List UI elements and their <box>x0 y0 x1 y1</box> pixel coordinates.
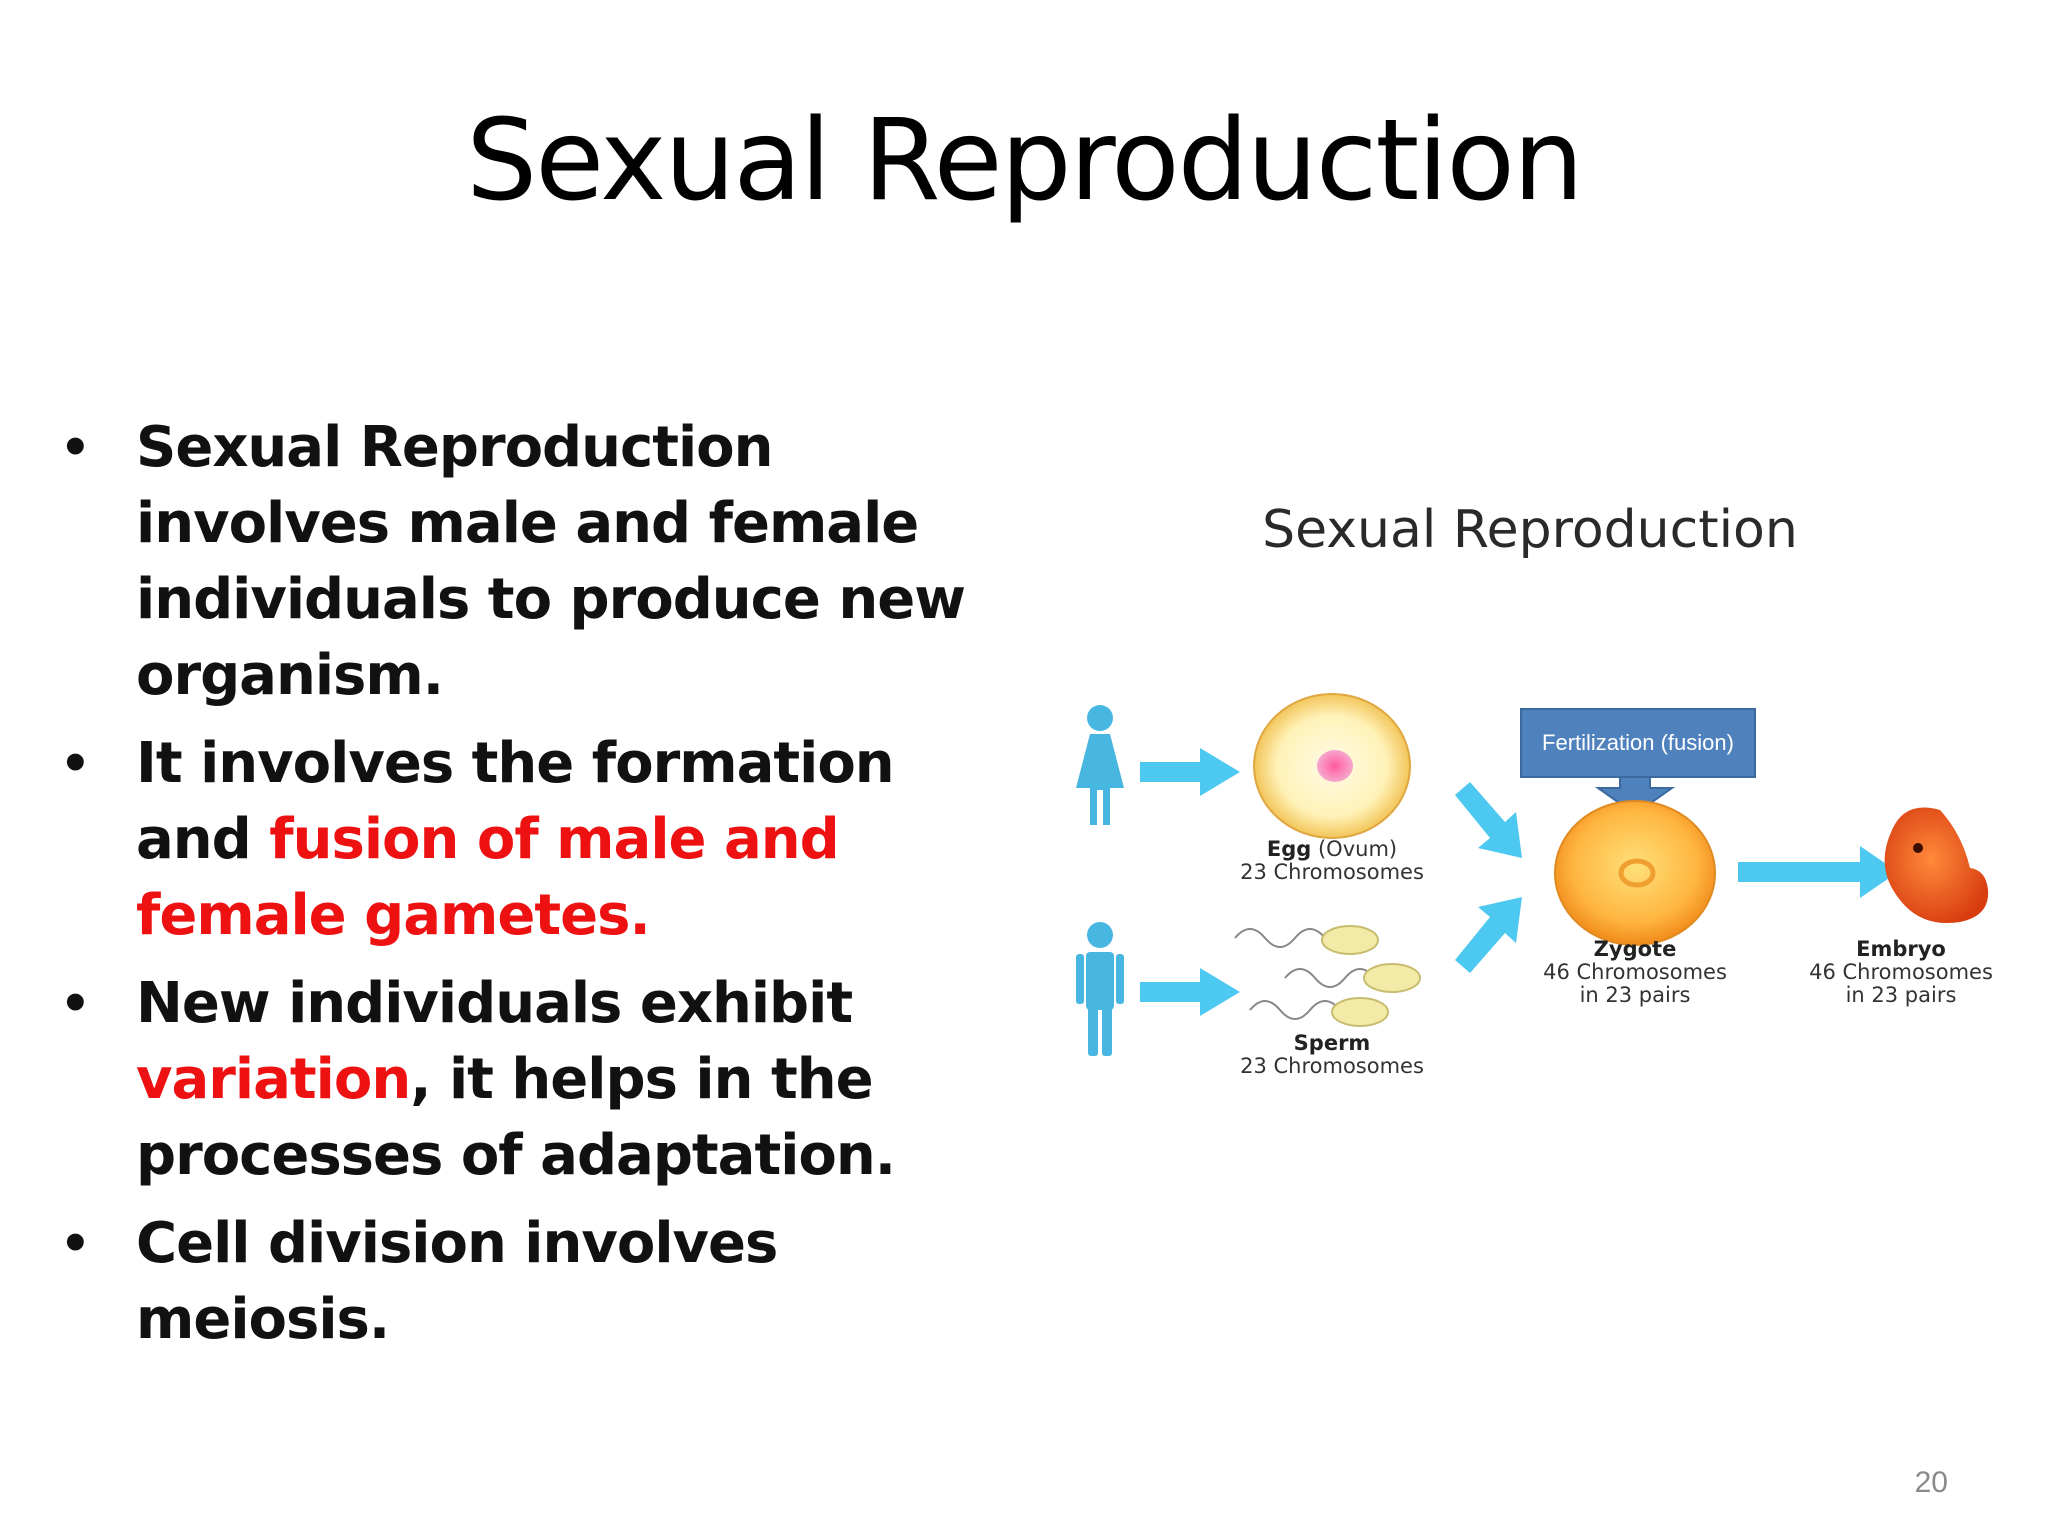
bullet-highlight: variation <box>136 1047 411 1112</box>
page-number: 20 <box>1914 1466 1948 1499</box>
bullet-text: It involves the formation and <box>136 731 895 872</box>
bullet-item: • New individuals exhibit variation, it … <box>56 966 976 1194</box>
egg-cell-icon <box>1253 693 1411 839</box>
arrow-icon <box>1738 846 1898 898</box>
arrow-icon <box>1455 782 1522 973</box>
bullet-item: • Sexual Reproduction involves male and … <box>56 410 976 714</box>
embryo-detail-2: in 23 pairs <box>1845 983 1957 1007</box>
zygote-name: Zygote <box>1593 937 1677 961</box>
egg-suffix: (Ovum) <box>1311 837 1398 861</box>
egg-detail: 23 Chromosomes <box>1240 860 1424 884</box>
bullet-text: New individuals exhibit <box>136 971 853 1036</box>
embryo-label: Embryo 46 Chromosomes in 23 pairs <box>1796 938 2006 1007</box>
sperm-cell-icon <box>1234 928 1376 1020</box>
bullet-item: • Cell division involves meiosis. <box>56 1206 976 1358</box>
egg-label: Egg (Ovum) 23 Chromosomes <box>1222 838 1442 884</box>
bullet-text: Sexual Reproduction involves male and fe… <box>136 415 966 708</box>
fertilization-box: Fertilization (fusion) <box>1520 708 1756 778</box>
female-person-icon <box>1076 705 1124 825</box>
zygote-cell-icon <box>1554 800 1716 946</box>
embryo-name: Embryo <box>1856 937 1946 961</box>
bullet-dot: • <box>60 736 91 792</box>
slide-title: Sexual Reproduction <box>466 96 1584 226</box>
embryo-detail: 46 Chromosomes <box>1809 960 1993 984</box>
egg-name: Egg <box>1266 837 1312 861</box>
male-person-icon <box>1076 922 1124 1056</box>
arrow-icon <box>1140 748 1240 1016</box>
sperm-name: Sperm <box>1293 1031 1371 1055</box>
diagram-graphics <box>1076 693 1989 1056</box>
bullet-text: Cell division involves meiosis. <box>136 1211 778 1352</box>
bullet-list: • Sexual Reproduction involves male and … <box>56 410 976 1370</box>
bullet-dot: • <box>60 1216 91 1272</box>
bullet-item: • It involves the formation and fusion o… <box>56 726 976 954</box>
sperm-label: Sperm 23 Chromosomes <box>1222 1032 1442 1078</box>
embryo-icon <box>1884 807 1989 924</box>
bullet-dot: • <box>60 420 91 476</box>
reproduction-diagram: Sexual Reproduction Fertilization (fusio… <box>1060 470 2010 1100</box>
sperm-detail: 23 Chromosomes <box>1240 1054 1424 1078</box>
bullet-text-post: , it helps in the processes of adaptatio… <box>136 1047 896 1188</box>
zygote-detail: 46 Chromosomes <box>1543 960 1727 984</box>
zygote-detail-2: in 23 pairs <box>1579 983 1691 1007</box>
zygote-label: Zygote 46 Chromosomes in 23 pairs <box>1530 938 1740 1007</box>
bullet-dot: • <box>60 976 91 1032</box>
bullet-highlight: fusion of male and female gametes. <box>136 807 840 948</box>
diagram-title: Sexual Reproduction <box>1262 500 1798 560</box>
